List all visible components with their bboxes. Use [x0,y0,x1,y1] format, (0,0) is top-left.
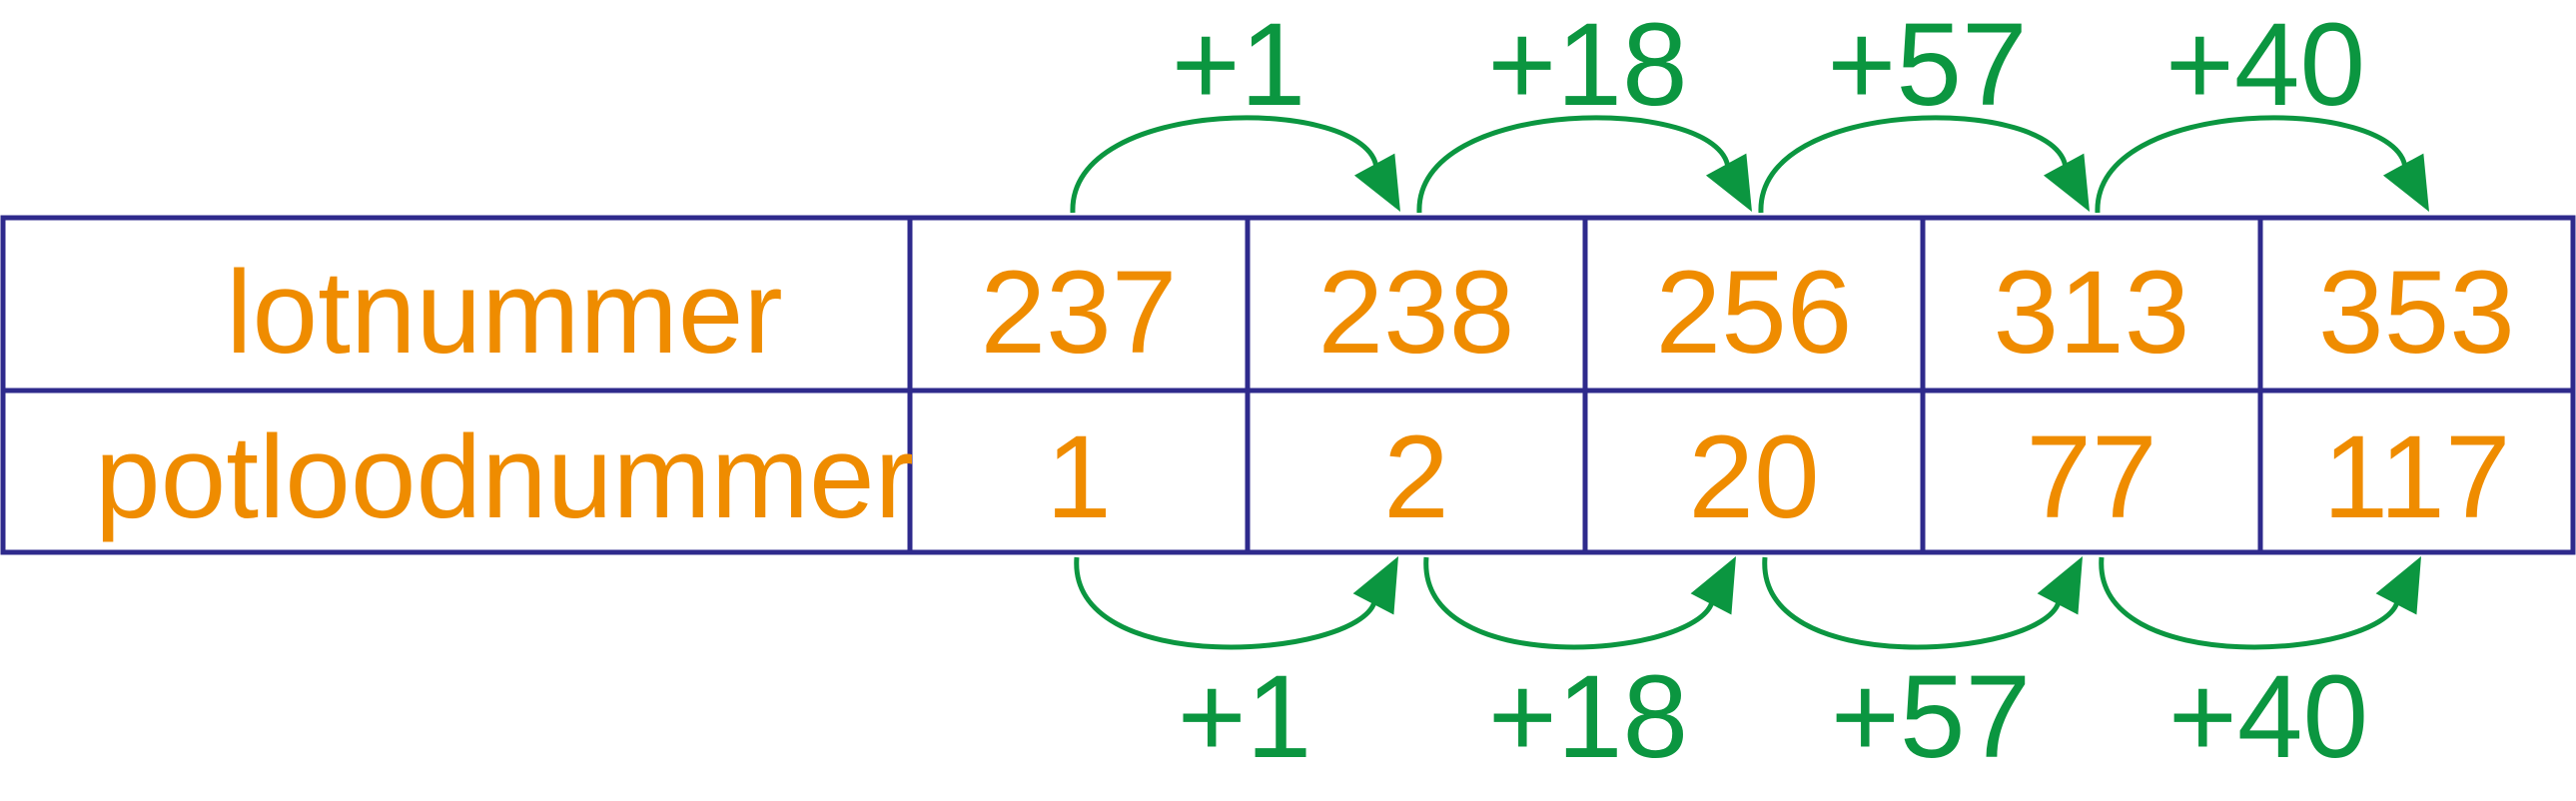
table-cell-value: 20 [1688,411,1819,543]
bottom-step-label: +1 [1178,651,1312,783]
top-arc [2095,115,2408,214]
row-label: potloodnummer [95,411,914,543]
top-step-label: +18 [1487,0,1687,131]
table-cell-value: 256 [1656,247,1853,379]
bottom-arc [1423,556,1715,650]
arrowhead-icon [1353,153,1400,212]
table-cell-value: 77 [2026,411,2156,543]
bottom-step-label: +40 [2168,651,2368,783]
top-difference-arrows: +1 +18 +57 +40 [1070,0,2429,214]
bottom-arc [2099,556,2400,650]
table-cell-value: 237 [981,247,1178,379]
bottom-arc [1074,556,1377,650]
top-arc [1070,115,1379,214]
arrowhead-icon [1690,556,1736,615]
top-step-label: +40 [2165,0,2365,131]
table-cell-value: 1 [1046,411,1112,543]
table-cell-value: 313 [1994,247,2190,379]
table-cell-value: 117 [2322,411,2510,543]
bottom-arc [1762,556,2062,650]
arrowhead-icon [2043,153,2090,212]
row-label: lotnummer [226,247,782,379]
table-border [0,215,2576,555]
table-cell-value: 2 [1383,411,1449,543]
arrowhead-icon [1705,153,1752,212]
top-arc [1758,115,2069,214]
bottom-step-label: +18 [1488,651,1688,783]
arrowhead-icon [2375,556,2421,615]
bottom-difference-arrows: +1 +18 +57 +40 [1074,556,2421,783]
number-table: lotnummer 237 238 256 313 353 potloodnummer 1 2 2… [0,215,2576,555]
bottom-step-label: +57 [1831,651,2031,783]
arrowhead-icon [2037,556,2083,615]
table-cell-value: 353 [2318,247,2515,379]
top-step-label: +57 [1827,0,2027,131]
table-cell-value: 238 [1318,247,1515,379]
top-step-label: +1 [1172,0,1306,131]
arrowhead-icon [2382,153,2429,212]
top-arc [1416,115,1731,214]
arrowhead-icon [1352,556,1398,615]
